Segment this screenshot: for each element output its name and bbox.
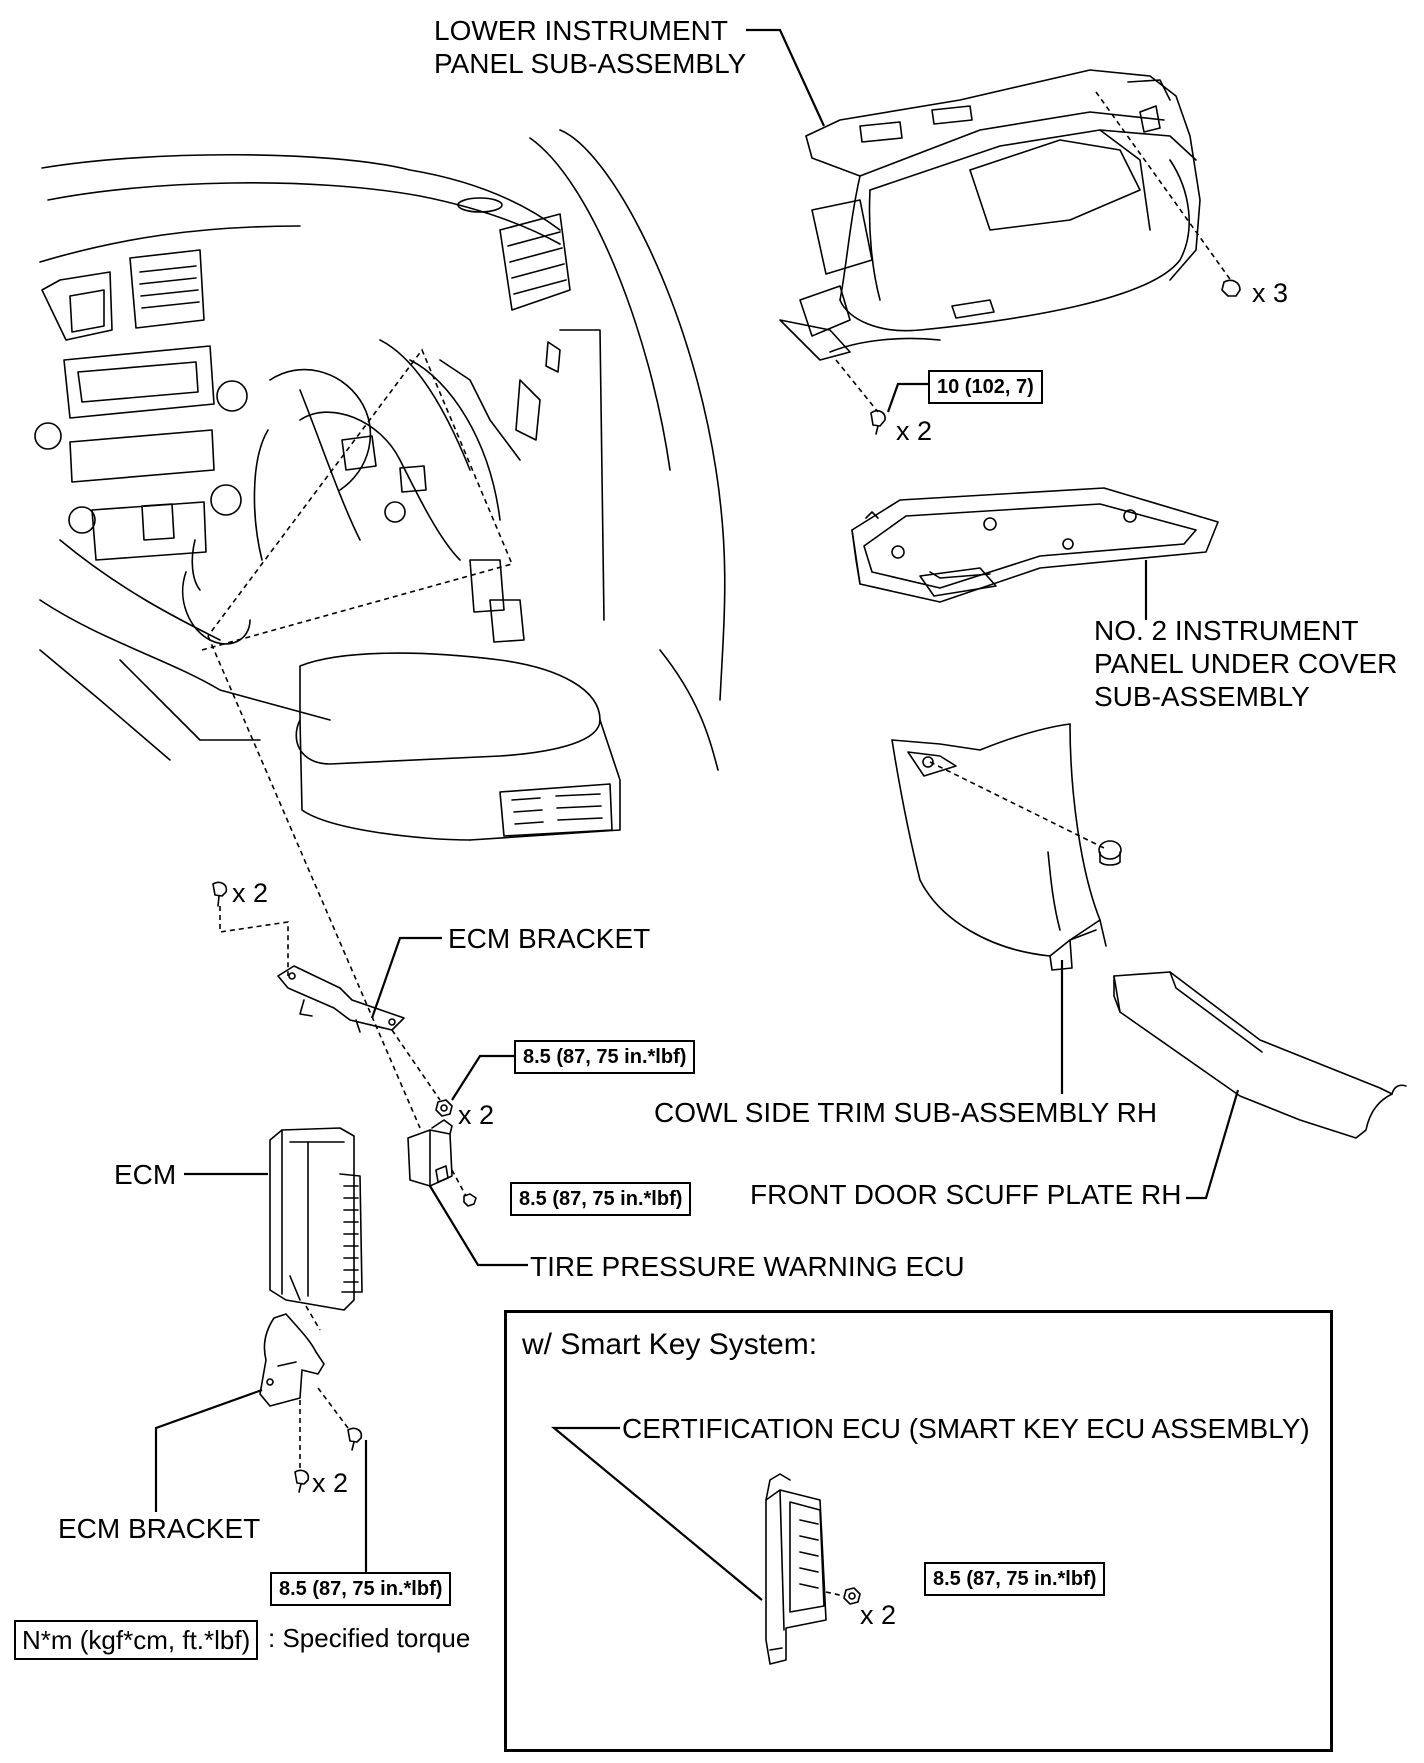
smart-key-inset-title: w/ Smart Key System:: [522, 1328, 818, 1361]
torque-legend-description: : Specified torque: [268, 1623, 471, 1653]
cowl-clip: [1098, 840, 1122, 866]
cowl-side-trim-drawing: [891, 723, 1107, 971]
torque-ecm-bracket: 8.5 (87, 75 in.*lbf): [270, 1572, 452, 1606]
smart-key-nut-qty: x 2: [860, 1600, 897, 1630]
fasteners: [212, 279, 1241, 1605]
no2-under-cover-label: NO. 2 INSTRUMENT PANEL UNDER COVER SUB-A…: [1094, 614, 1397, 713]
lower-panel-clip-qty: x 3: [1252, 278, 1289, 308]
dashboard-illustration: [34, 129, 726, 841]
no2-cover-label-line1: NO. 2 INSTRUMENT: [1094, 615, 1359, 646]
lower-instrument-panel-drawing: [779, 69, 1201, 361]
lower-panel-label: LOWER INSTRUMENT PANEL SUB-ASSEMBLY: [434, 14, 746, 80]
no2-cover-label-line3: SUB-ASSEMBLY: [1094, 681, 1310, 712]
ecm-bracket-bolt-qty: x 2: [232, 878, 269, 908]
ecm-drawing: [269, 1127, 363, 1311]
leader-lines: [154, 28, 1240, 1601]
lower-panel-label-line2: PANEL SUB-ASSEMBLY: [434, 48, 747, 79]
torque-legend-box: N*m (kgf*cm, ft.*lbf): [14, 1620, 259, 1660]
torque-lower-panel: 10 (102, 7): [928, 370, 1043, 404]
tire-ecu-nut-qty: x 2: [458, 1100, 495, 1130]
lower-bracket-bolt-qty: x 2: [312, 1468, 349, 1498]
scuff-plate-label: FRONT DOOR SCUFF PLATE RH: [750, 1179, 1182, 1210]
torque-tire-ecu-nuts: 8.5 (87, 75 in.*lbf): [514, 1040, 696, 1074]
tire-pressure-ecu-drawing: [407, 1119, 453, 1187]
ecm-label: ECM: [114, 1159, 177, 1190]
certification-ecu-drawing: [765, 1473, 827, 1665]
cowl-side-trim-label: COWL SIDE TRIM SUB-ASSEMBLY RH: [654, 1097, 1158, 1128]
tire-pressure-ecu-label: TIRE PRESSURE WARNING ECU: [530, 1251, 965, 1282]
ecm-bracket-lower-label: ECM BRACKET: [58, 1513, 261, 1544]
scuff-plate-drawing: [1113, 971, 1407, 1139]
no2-cover-label-line2: PANEL UNDER COVER: [1094, 648, 1398, 679]
no2-under-cover-drawing: [851, 487, 1219, 603]
smart-key-inset: [504, 1310, 1333, 1752]
ecm-bracket-upper-label: ECM BRACKET: [448, 923, 651, 954]
ecm-bracket-upper-drawing: [277, 965, 405, 1033]
lower-panel-label-line1: LOWER INSTRUMENT: [434, 15, 728, 46]
dashed-guide-lines: [201, 91, 1233, 1597]
lower-panel-bolt-qty: x 2: [896, 416, 933, 446]
certification-ecu-label: CERTIFICATION ECU (SMART KEY ECU ASSEMBL…: [622, 1413, 1310, 1444]
torque-tire-ecu-bolt: 8.5 (87, 75 in.*lbf): [510, 1182, 692, 1216]
ecm-bracket-lower-drawing: [259, 1313, 325, 1407]
torque-smart-key: 8.5 (87, 75 in.*lbf): [924, 1562, 1106, 1596]
